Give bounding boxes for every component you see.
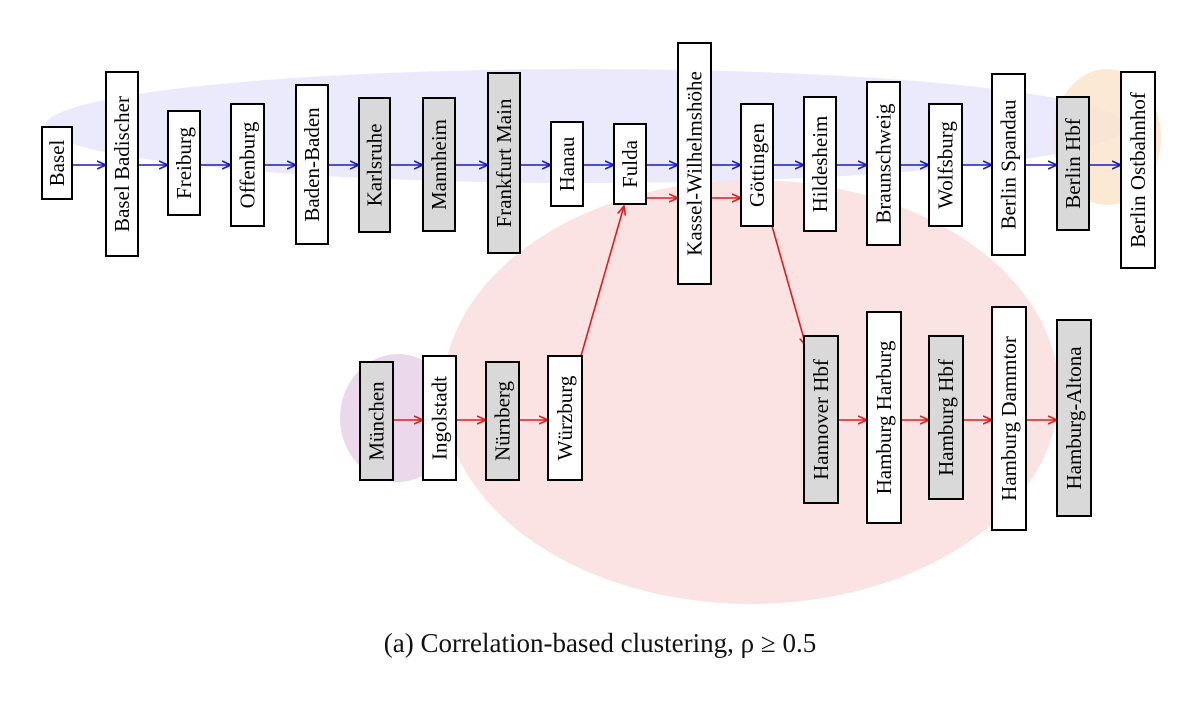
station-node-hildesheim: Hildesheim bbox=[803, 96, 837, 232]
station-box bbox=[740, 103, 774, 227]
station-node-berlin-ost: Berlin Ostbahnhof bbox=[1120, 71, 1156, 269]
station-box bbox=[422, 355, 457, 481]
station-label: Karlsruhe bbox=[363, 124, 387, 207]
station-box bbox=[295, 84, 329, 245]
station-node-freiburg: Freiburg bbox=[167, 110, 201, 216]
station-label: Würzburg bbox=[553, 375, 577, 460]
station-label: Hannover Hbf bbox=[809, 359, 833, 480]
station-label: Freiburg bbox=[172, 127, 196, 199]
station-node-muenchen: München bbox=[359, 361, 394, 481]
station-box bbox=[487, 72, 521, 254]
station-node-berlin-spandau: Berlin Spandau bbox=[991, 73, 1026, 256]
station-label: Ingolstadt bbox=[428, 376, 452, 460]
station-box bbox=[550, 121, 584, 207]
station-node-nuernberg: Nürnberg bbox=[485, 361, 520, 481]
station-label: Nürnberg bbox=[491, 380, 515, 461]
station-node-baden-baden: Baden-Baden bbox=[295, 84, 329, 245]
cluster-red bbox=[443, 180, 1059, 604]
station-node-berlin-hbf: Berlin Hbf bbox=[1056, 96, 1090, 231]
station-box bbox=[1056, 96, 1090, 231]
station-node-basel: Basel bbox=[41, 126, 73, 200]
station-node-wolfsburg: Wolfsburg bbox=[928, 103, 963, 227]
station-box bbox=[1120, 71, 1156, 269]
figure-caption: (a) Correlation-based clustering, ρ ≥ 0.… bbox=[383, 628, 817, 658]
station-box bbox=[359, 361, 394, 481]
station-box bbox=[928, 335, 964, 500]
station-node-braunschweig: Braunschweig bbox=[866, 81, 901, 246]
station-label: Offenburg bbox=[236, 121, 260, 208]
station-label: Hanau bbox=[555, 136, 579, 191]
station-box bbox=[485, 361, 520, 481]
station-label: Basel Badischer bbox=[110, 96, 134, 232]
station-label: Kassel-Wilhelmshöhe bbox=[683, 71, 707, 256]
station-label: Hamburg Hbf bbox=[934, 359, 958, 476]
station-node-hannover: Hannover Hbf bbox=[803, 335, 839, 504]
station-box bbox=[613, 123, 647, 205]
station-node-goettingen: Göttingen bbox=[740, 103, 774, 227]
station-box bbox=[803, 335, 839, 504]
station-node-mannheim: Mannheim bbox=[422, 97, 456, 232]
station-node-hanau: Hanau bbox=[550, 121, 584, 207]
edge-wuerzburg-to-fulda bbox=[580, 206, 624, 357]
edge-layer bbox=[72, 165, 1121, 420]
station-box bbox=[167, 110, 201, 216]
station-box bbox=[991, 306, 1027, 531]
station-label: Frankfurt Main bbox=[492, 98, 516, 227]
station-box bbox=[41, 126, 73, 200]
station-node-kassel: Kassel-Wilhelmshöhe bbox=[677, 42, 712, 285]
station-label: Baden-Baden bbox=[300, 107, 324, 222]
station-node-hamburg-altona: Hamburg-Altona bbox=[1056, 319, 1092, 517]
station-label: Braunschweig bbox=[872, 103, 896, 224]
station-box bbox=[1056, 319, 1092, 517]
station-box bbox=[422, 97, 456, 232]
node-layer: Basel Basel Badischer Freiburg Offenburg Bad… bbox=[41, 42, 1156, 531]
station-box bbox=[866, 311, 902, 524]
station-box bbox=[928, 103, 963, 227]
station-node-hamburg-hbf: Hamburg Hbf bbox=[928, 335, 964, 500]
station-label: Berlin Hbf bbox=[1061, 118, 1085, 208]
station-label: Berlin Spandau bbox=[997, 99, 1021, 230]
station-node-hamburg-harburg: Hamburg Harburg bbox=[866, 311, 902, 524]
station-node-karlsruhe: Karlsruhe bbox=[358, 97, 391, 233]
station-label: Hildesheim bbox=[808, 116, 832, 213]
station-box bbox=[803, 96, 837, 232]
station-label: Basel bbox=[45, 140, 69, 187]
station-label: Hamburg Harburg bbox=[872, 340, 896, 494]
station-label: Berlin Ostbahnhof bbox=[1126, 92, 1150, 248]
station-node-wuerzburg: Würzburg bbox=[547, 355, 583, 481]
station-box bbox=[230, 103, 265, 227]
station-node-offenburg: Offenburg bbox=[230, 103, 265, 227]
station-label: Wolfsburg bbox=[934, 121, 958, 209]
station-node-ingolstadt: Ingolstadt bbox=[422, 355, 457, 481]
station-label: Mannheim bbox=[427, 119, 451, 210]
station-box bbox=[105, 71, 139, 257]
station-box bbox=[358, 97, 391, 233]
station-box bbox=[547, 355, 583, 481]
station-box bbox=[991, 73, 1026, 256]
station-node-fulda: Fulda bbox=[613, 123, 647, 205]
station-node-frankfurt: Frankfurt Main bbox=[487, 72, 521, 254]
station-box bbox=[677, 42, 712, 285]
station-node-basel-badischer: Basel Badischer bbox=[105, 71, 139, 257]
station-label: München bbox=[365, 381, 389, 461]
station-box bbox=[866, 81, 901, 246]
station-node-hamburg-dammtor: Hamburg Dammtor bbox=[991, 306, 1027, 531]
station-label: Göttingen bbox=[745, 123, 769, 207]
edge-goettingen-to-hannover bbox=[771, 225, 806, 346]
station-label: Hamburg-Altona bbox=[1062, 346, 1086, 490]
station-label: Hamburg Dammtor bbox=[997, 336, 1021, 501]
station-label: Fulda bbox=[618, 139, 642, 188]
